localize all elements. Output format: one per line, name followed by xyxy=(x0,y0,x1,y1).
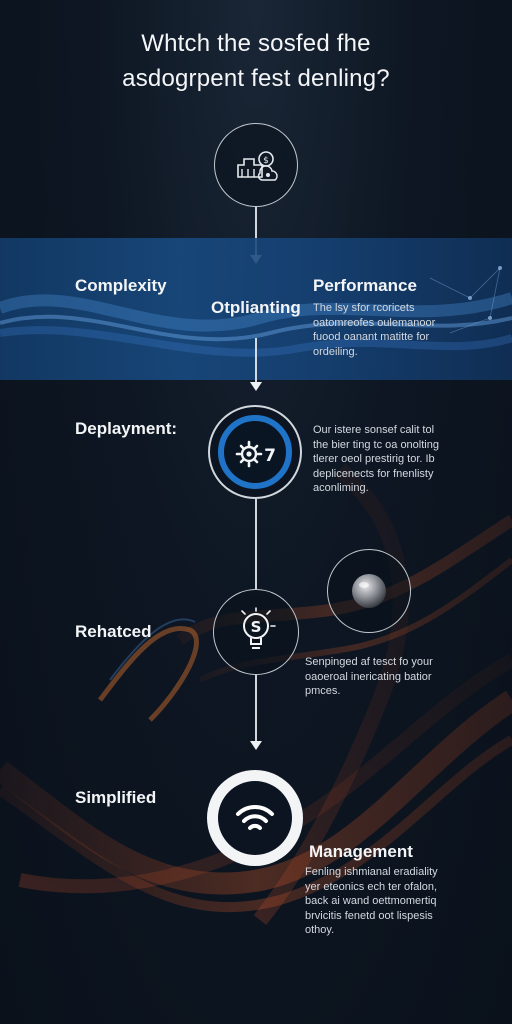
step-description-management: Fenling ishmianal eradiality yer eteonic… xyxy=(305,866,438,936)
connector-line-4 xyxy=(255,675,257,743)
arrow-down-icon xyxy=(250,382,262,391)
band-label-center: Otplianting xyxy=(211,298,301,317)
cloud-network-icon: $ xyxy=(237,151,278,181)
top-node: $ xyxy=(214,123,298,207)
connector-line-1 xyxy=(255,207,257,257)
step-node-rehatced: S xyxy=(213,589,299,675)
page-title-line-2: asdogrpent fest denling? xyxy=(122,65,390,92)
band-label-complexity: Complexity xyxy=(75,276,167,295)
step-label-simplified: Simplified xyxy=(75,788,157,807)
step-label-deployment: Deplayment: xyxy=(75,419,178,438)
band-label-performance: Performance xyxy=(313,276,417,295)
svg-text:S: S xyxy=(251,618,262,636)
connector-line-2 xyxy=(255,338,257,384)
sphere-icon xyxy=(352,574,386,608)
gear-code-icon: 7 xyxy=(235,440,276,468)
page-title-line-1: Whtch the sosfed fhe xyxy=(141,30,371,57)
step-label-rehatced: Rehatced xyxy=(75,622,152,641)
connector-line-3 xyxy=(255,499,257,589)
step-node-simplified xyxy=(207,770,303,866)
step-heading-management: Management xyxy=(309,842,413,861)
band-description: The lsy sfor rcoricets oatomreofes oulem… xyxy=(313,302,436,358)
band-waves xyxy=(0,266,512,357)
svg-text:$: $ xyxy=(263,156,269,166)
floating-node xyxy=(327,549,411,633)
svg-text:7: 7 xyxy=(264,446,276,466)
step-description-deployment: Our istere sonsef calit tol the bier tin… xyxy=(313,424,439,494)
wifi-icon xyxy=(236,804,274,830)
lightbulb-dollar-icon: S xyxy=(241,607,276,649)
wifi-inner-disc xyxy=(218,781,292,855)
step-node-deployment: 7 xyxy=(208,405,302,499)
step-description-rehatced: Senpinged af tesct fo your oaoeroal iner… xyxy=(305,656,433,697)
arrow-down-icon xyxy=(250,741,262,750)
